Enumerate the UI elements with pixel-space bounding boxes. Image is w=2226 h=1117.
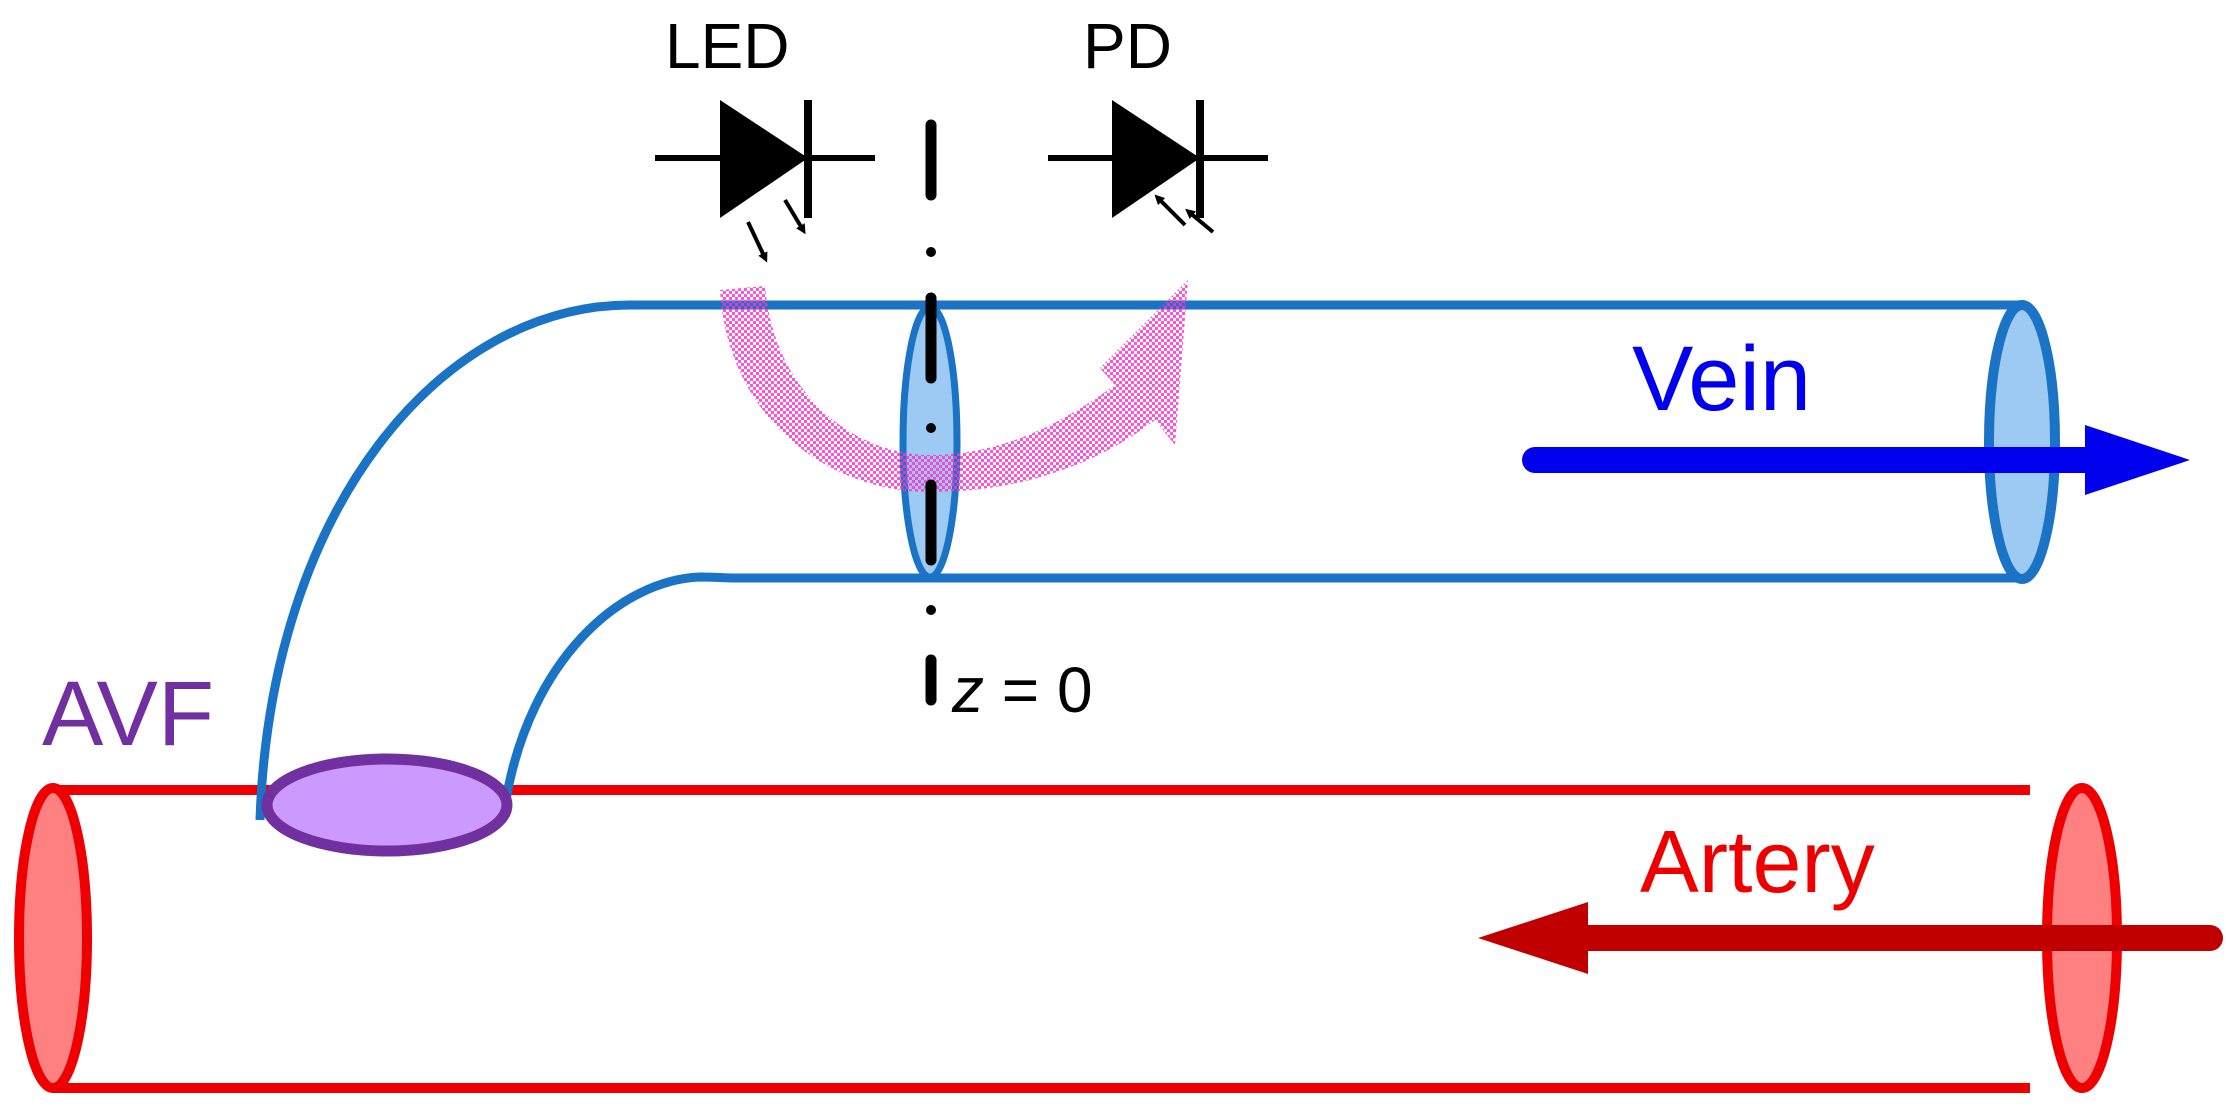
light-path-arrow [720,280,1188,492]
led-label: LED [665,10,790,82]
z0-label: z = 0 [951,654,1093,726]
photodiode-icon [1048,100,1268,234]
avf-junction [261,753,513,857]
z0-centerline [925,119,937,706]
vein-bottom-wall [501,572,2020,801]
vein-flow-arrow [1522,425,2190,495]
led-diode-icon [655,100,875,263]
z0-label-value: = 0 [984,654,1093,726]
artery-left-end [14,783,92,1093]
vein-top-wall [255,300,2020,821]
z0-label-variable: z [951,654,984,726]
artery-flow-arrow [1478,902,2223,974]
artery-label: Artery [1640,812,1875,911]
vein-tube [255,300,2060,821]
pd-label: PD [1083,10,1172,82]
vein-right-end [1984,300,2060,584]
vein-label: Vein [1632,328,1811,430]
avf-label: AVF [42,663,214,765]
